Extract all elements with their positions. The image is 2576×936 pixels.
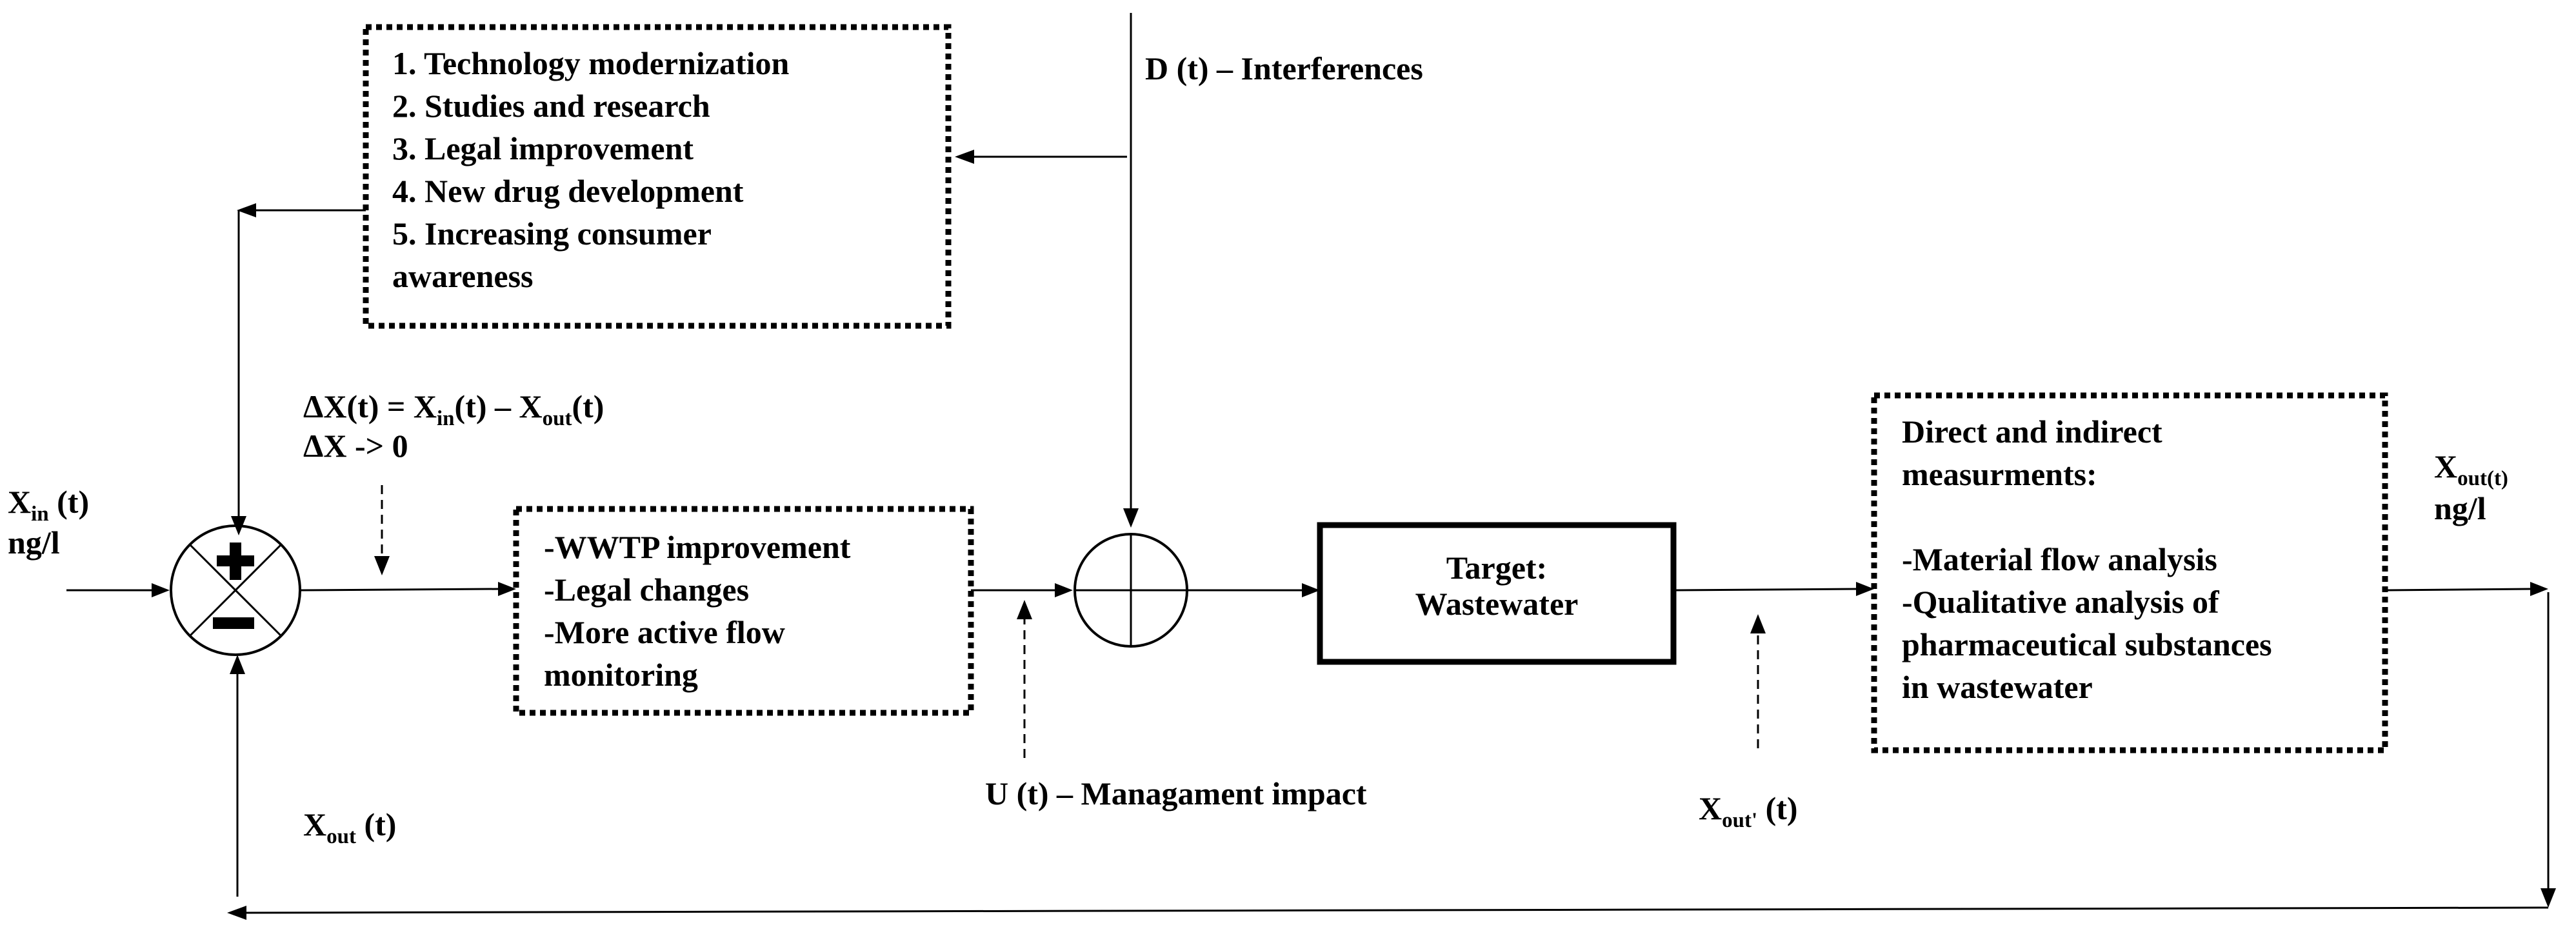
target-title: Target:: [1446, 550, 1547, 586]
comparator-circle: [170, 524, 301, 656]
disturbance-to-feedback-arrow: [955, 150, 1127, 164]
control-signal-label: U (t) – Managament impact: [985, 775, 1367, 812]
junction-to-target-arrow: [1187, 583, 1320, 597]
input-arrow: [66, 583, 170, 597]
measurement-line-4: -Material flow analysis: [1902, 541, 2217, 577]
output-arrow: [2384, 582, 2548, 596]
measurement-line-7: in wastewater: [1902, 669, 2093, 705]
error-goal: ΔX -> 0: [303, 428, 408, 464]
feedback-item-5-cont: awareness: [392, 258, 534, 294]
controller-item-3-cont: monitoring: [544, 657, 698, 693]
controller-item-3: -More active flow: [544, 614, 785, 650]
output-label: Xout(t): [2434, 448, 2508, 490]
error-dashed-arrow: [374, 485, 390, 575]
measurement-line-5: -Qualitative analysis of: [1902, 584, 2220, 620]
controller-item-2: -Legal changes: [544, 572, 749, 608]
feedback-item-1: 1. Technology modernization: [392, 45, 790, 81]
controller-item-1: -WWTP improvement: [544, 529, 851, 565]
input-label: Xin (t): [8, 484, 89, 526]
comparator-to-controller-arrow: [299, 582, 516, 596]
summing-junction: [1073, 533, 1188, 648]
measured-output-dashed-arrow: [1750, 614, 1766, 748]
feedback-item-2: 2. Studies and research: [392, 88, 710, 124]
control-signal-dashed-arrow: [1017, 600, 1032, 758]
controller-box: -WWTP improvement -Legal changes -More a…: [513, 506, 974, 716]
measurement-line-1: Direct and indirect: [1902, 413, 2162, 450]
minus-icon: [213, 617, 254, 629]
target-to-measurement-arrow: [1673, 582, 1874, 596]
feedback-to-comparator-arrow: [231, 203, 366, 535]
disturbance-arrow: [1123, 13, 1139, 528]
feedback-signal-label: Xout (t): [303, 806, 396, 848]
error-formula: ΔX(t) = Xin(t) – Xout(t): [303, 388, 604, 430]
controller-to-junction-arrow: [971, 583, 1073, 597]
measurement-line-2: measurments:: [1902, 456, 2097, 492]
feedback-item-5: 5. Increasing consumer: [392, 215, 712, 252]
measured-output-label: Xout' (t): [1699, 790, 1798, 832]
plus-icon: [217, 543, 254, 580]
feedback-loop-arrow: [227, 592, 2556, 920]
target-name: Wastewater: [1415, 586, 1579, 622]
disturbance-label: D (t) – Interferences: [1145, 50, 1423, 86]
measurement-line-6: pharmaceutical substances: [1902, 626, 2272, 662]
measurement-box: Direct and indirect measurments: -Materi…: [1871, 392, 2388, 753]
feedback-item-3: 3. Legal improvement: [392, 130, 694, 166]
feedback-item-4: 4. New drug development: [392, 173, 744, 209]
output-unit: ng/l: [2434, 490, 2486, 526]
feedback-actions-box: 1. Technology modernization 2. Studies a…: [363, 24, 952, 329]
input-unit: ng/l: [8, 524, 60, 561]
target-box: Target: Wastewater: [1317, 522, 1677, 665]
